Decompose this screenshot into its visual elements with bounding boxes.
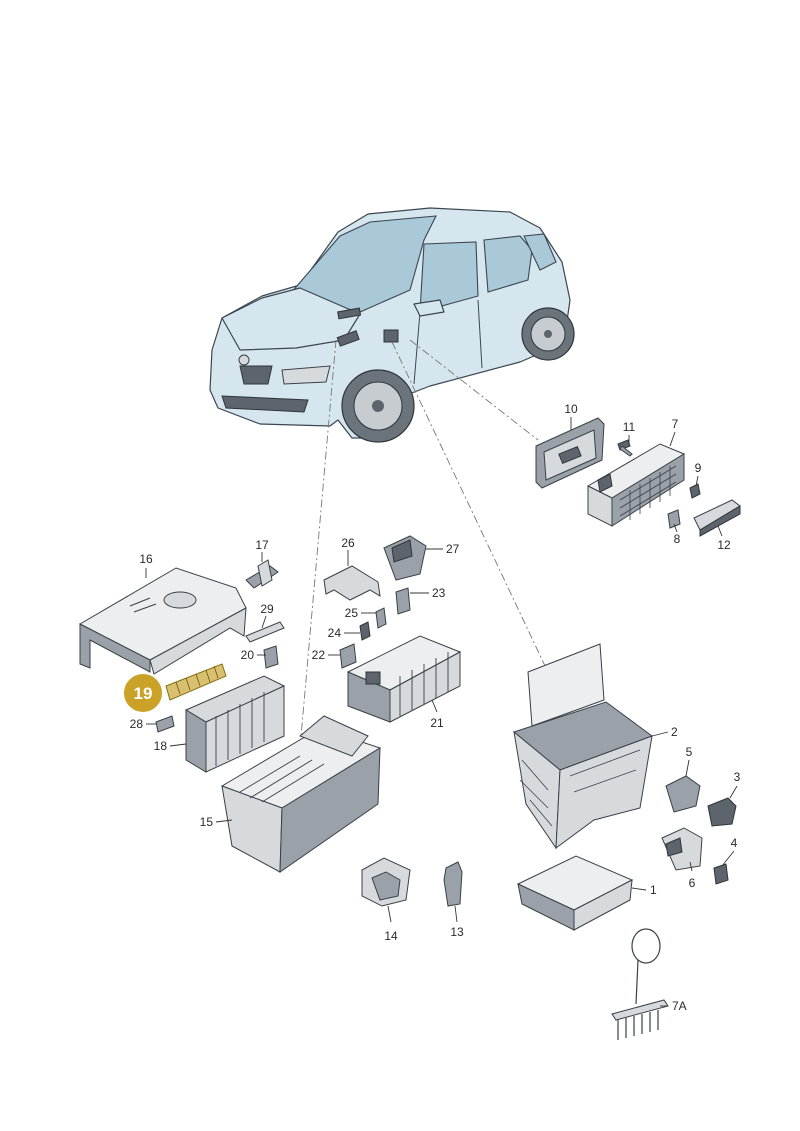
label-24: 24 (328, 626, 342, 640)
car-illustration (209, 207, 575, 443)
part-24-drawing (359, 621, 371, 641)
part-1-drawing (516, 855, 634, 931)
part-12-drawing (693, 499, 741, 537)
label-9: 9 (695, 461, 702, 475)
part-4-drawing (713, 863, 729, 885)
label-28: 28 (130, 717, 144, 731)
part-10-drawing (535, 417, 605, 489)
part-3-drawing (707, 797, 737, 827)
label-25: 25 (345, 606, 359, 620)
part-13-drawing (443, 861, 463, 907)
part-23-drawing (395, 587, 411, 615)
part-18-drawing (184, 675, 286, 773)
part-27-drawing (383, 535, 427, 581)
part-9-drawing (689, 483, 701, 499)
label-7: 7 (672, 417, 679, 431)
highlight-badge-19[interactable]: 19 (122, 672, 164, 714)
part-6-drawing (661, 827, 703, 871)
label-1: 1 (650, 883, 657, 897)
part-19-highlighted-fuse-strip (165, 663, 227, 701)
part-28-drawing (155, 715, 175, 733)
part-25-drawing (375, 607, 387, 629)
label-23: 23 (432, 586, 446, 600)
label-5: 5 (686, 745, 693, 759)
label-26: 26 (341, 536, 355, 550)
part-14-drawing (361, 857, 411, 907)
label-7a: 7A (672, 999, 687, 1013)
label-8: 8 (674, 532, 681, 546)
label-3: 3 (734, 770, 741, 784)
label-29: 29 (260, 602, 274, 616)
label-2: 2 (671, 725, 678, 739)
label-18: 18 (154, 739, 168, 753)
part-8-drawing (667, 509, 681, 529)
part-15-drawing (220, 715, 382, 873)
label-15: 15 (200, 815, 214, 829)
label-4: 4 (731, 836, 738, 850)
part-labels: 10 11 7 9 8 12 16 17 26 27 23 29 25 24 2… (130, 402, 741, 1013)
label-19: 19 (134, 684, 153, 703)
part-29-drawing (245, 621, 285, 643)
part-11-drawing (617, 439, 633, 457)
label-10: 10 (564, 402, 578, 416)
part-26-drawing (323, 565, 381, 601)
part-7-drawing (586, 443, 686, 527)
part-22-drawing (339, 643, 357, 669)
label-14: 14 (384, 929, 398, 943)
part-17-drawing (245, 559, 279, 589)
part-5-drawing (665, 775, 701, 813)
label-6: 6 (689, 876, 696, 890)
label-16: 16 (139, 552, 153, 566)
label-13: 13 (450, 925, 464, 939)
label-12: 12 (717, 538, 731, 552)
part-7a-drawing (611, 928, 669, 1040)
label-21: 21 (430, 716, 444, 730)
part-21-drawing (346, 635, 462, 723)
label-27: 27 (446, 542, 460, 556)
part-16-drawing (78, 567, 247, 675)
part-2-drawing (512, 643, 654, 850)
label-11: 11 (623, 420, 636, 434)
label-22: 22 (312, 648, 326, 662)
part-20-drawing (263, 645, 279, 669)
label-20: 20 (241, 648, 255, 662)
label-17: 17 (255, 538, 269, 552)
leader-lines (145, 417, 738, 1007)
location-leader-lines (299, 339, 547, 749)
